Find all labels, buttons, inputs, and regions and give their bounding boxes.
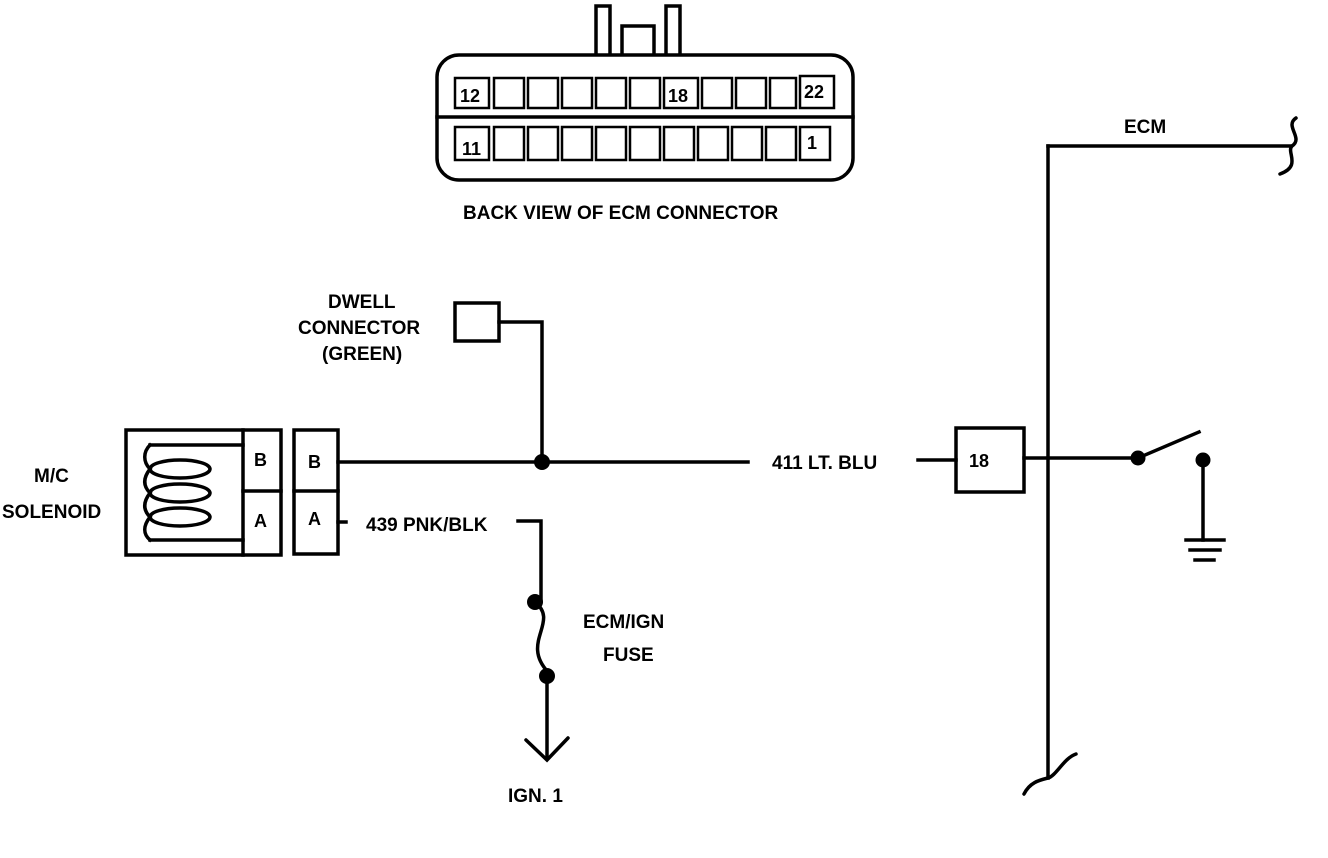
dwell-connector-label-line3: (GREEN) xyxy=(322,344,402,365)
wire-439-power: 439 PNK/BLK ECM/IGN FUSE IGN. 1 xyxy=(336,515,664,807)
ecm-connector-bottom-row xyxy=(453,125,832,162)
ecm-pin-18-terminal: 18 xyxy=(954,426,1026,494)
splice-dot xyxy=(534,454,550,470)
ignition-label: IGN. 1 xyxy=(508,786,563,807)
ignition-arrow-icon xyxy=(524,736,570,763)
harness-pin-b: B xyxy=(308,452,321,472)
ecm-connector-pin-18: 18 xyxy=(668,86,688,106)
solenoid-pin-a: A xyxy=(254,511,267,531)
ecm-connector-pin-22: 22 xyxy=(804,82,824,102)
solenoid-harness-connector: B A xyxy=(292,428,340,556)
mc-solenoid: B A M/C SOLENOID xyxy=(2,428,283,557)
ecm-connector: 12 18 22 11 1 BACK VIEW OF ECM CONNECTOR xyxy=(435,4,855,224)
ground-icon xyxy=(1184,538,1226,562)
solenoid-coil-icon xyxy=(143,442,245,543)
ecm-connector-pin-12: 12 xyxy=(460,86,480,106)
ecm-label: ECM xyxy=(1124,117,1166,138)
ecm-connector-pin-11: 11 xyxy=(462,139,481,159)
harness-pin-a: A xyxy=(308,509,321,529)
ecm-connector-caption: BACK VIEW OF ECM CONNECTOR xyxy=(463,203,779,224)
wire-411-label: 411 LT. BLU xyxy=(772,453,877,474)
wire-411-signal: 411 LT. BLU xyxy=(336,453,958,474)
fuse-label-line1: ECM/IGN xyxy=(583,612,664,633)
fuse-label-line2: FUSE xyxy=(603,645,654,666)
ecm-connector-top-row xyxy=(453,74,836,110)
solenoid-pin-b: B xyxy=(254,450,267,470)
solenoid-label-line1: M/C xyxy=(34,466,69,487)
dwell-connector-label-line1: DWELL xyxy=(328,292,396,313)
dwell-connector-label-line2: CONNECTOR xyxy=(298,318,420,339)
ecm-internal-switch xyxy=(1022,429,1211,542)
wire-439-label: 439 PNK/BLK xyxy=(366,515,488,536)
ecm-boundary: ECM xyxy=(1022,116,1298,796)
ecm-pin-18-label: 18 xyxy=(969,451,989,471)
solenoid-label-line2: SOLENOID xyxy=(2,502,101,523)
dwell-connector: DWELL CONNECTOR (GREEN) xyxy=(298,292,544,464)
ecm-connector-pin-1: 1 xyxy=(807,133,817,153)
